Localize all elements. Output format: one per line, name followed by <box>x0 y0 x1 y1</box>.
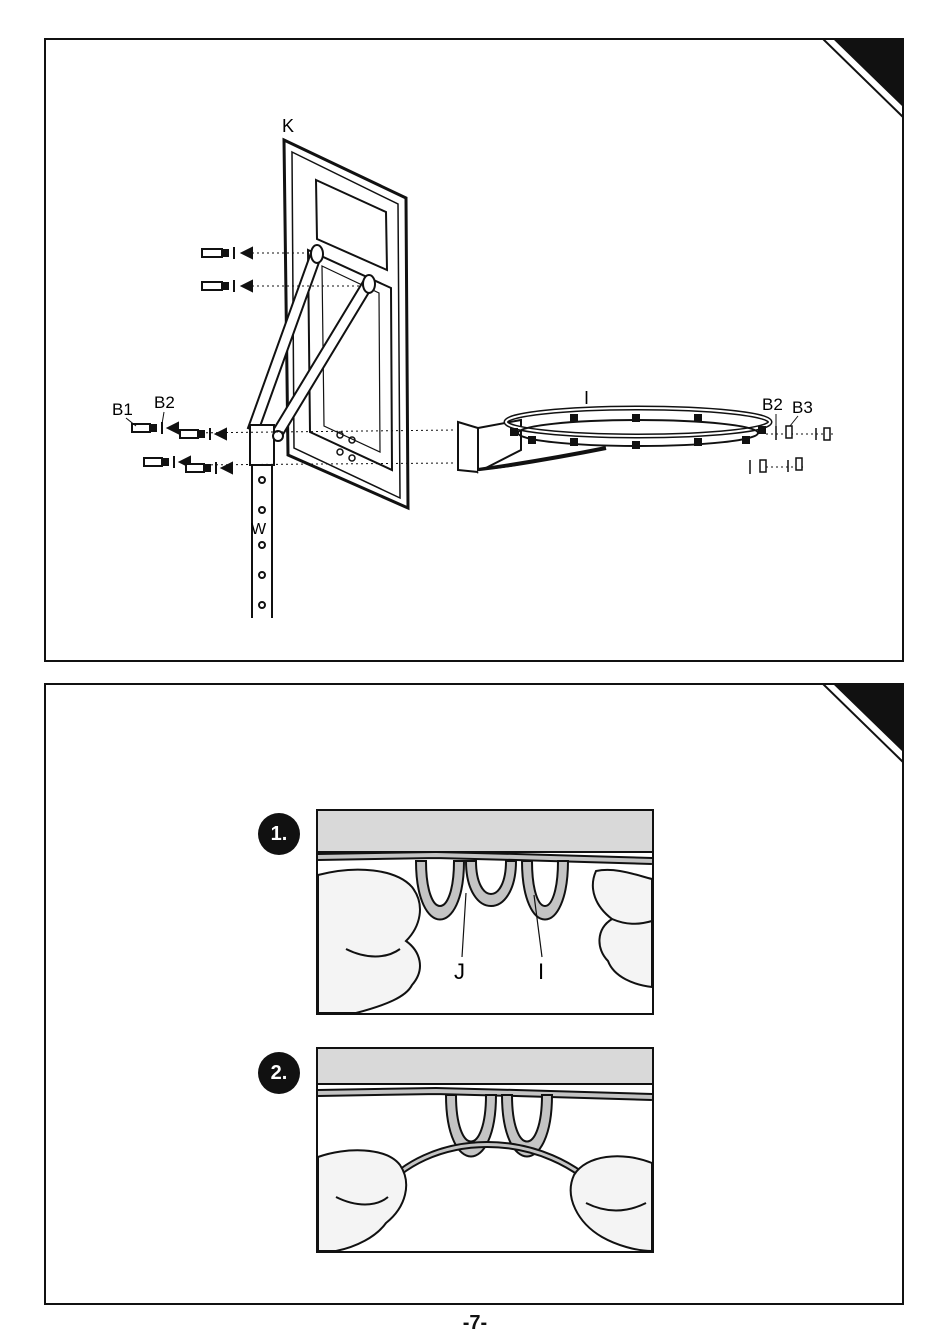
label-backboard-k: K <box>282 116 294 136</box>
label-rim-i: I <box>584 388 589 408</box>
assembly-panel-bottom: 1. J I 2. <box>44 683 904 1305</box>
backboard-assembly-diagram: K I W B1 B2 B2 B3 <box>46 40 902 660</box>
step-2-illustration <box>316 1047 654 1253</box>
step-2-badge: 2. <box>258 1052 300 1094</box>
step-2-number: 2. <box>271 1062 288 1085</box>
assembly-panel-top: K I W B1 B2 B2 B3 <box>44 38 904 662</box>
upper-bolts <box>202 247 252 292</box>
label-bolt-b1: B1 <box>112 400 133 419</box>
page-number: -7- <box>0 1312 950 1335</box>
label-washer-b2-left: B2 <box>154 393 175 412</box>
label-washer-b2-right: B2 <box>762 395 783 414</box>
step-1-illustration: J I <box>316 809 654 1015</box>
step-1-badge: 1. <box>258 813 300 855</box>
label-nut-b3: B3 <box>792 398 813 417</box>
corner-triangle-bottom <box>822 683 904 765</box>
step-1-number: 1. <box>271 823 288 846</box>
label-j: J <box>454 959 465 984</box>
lower-left-bolts <box>132 422 232 474</box>
rim <box>458 408 770 472</box>
label-pole-w: W <box>251 521 267 538</box>
label-i: I <box>538 959 544 984</box>
